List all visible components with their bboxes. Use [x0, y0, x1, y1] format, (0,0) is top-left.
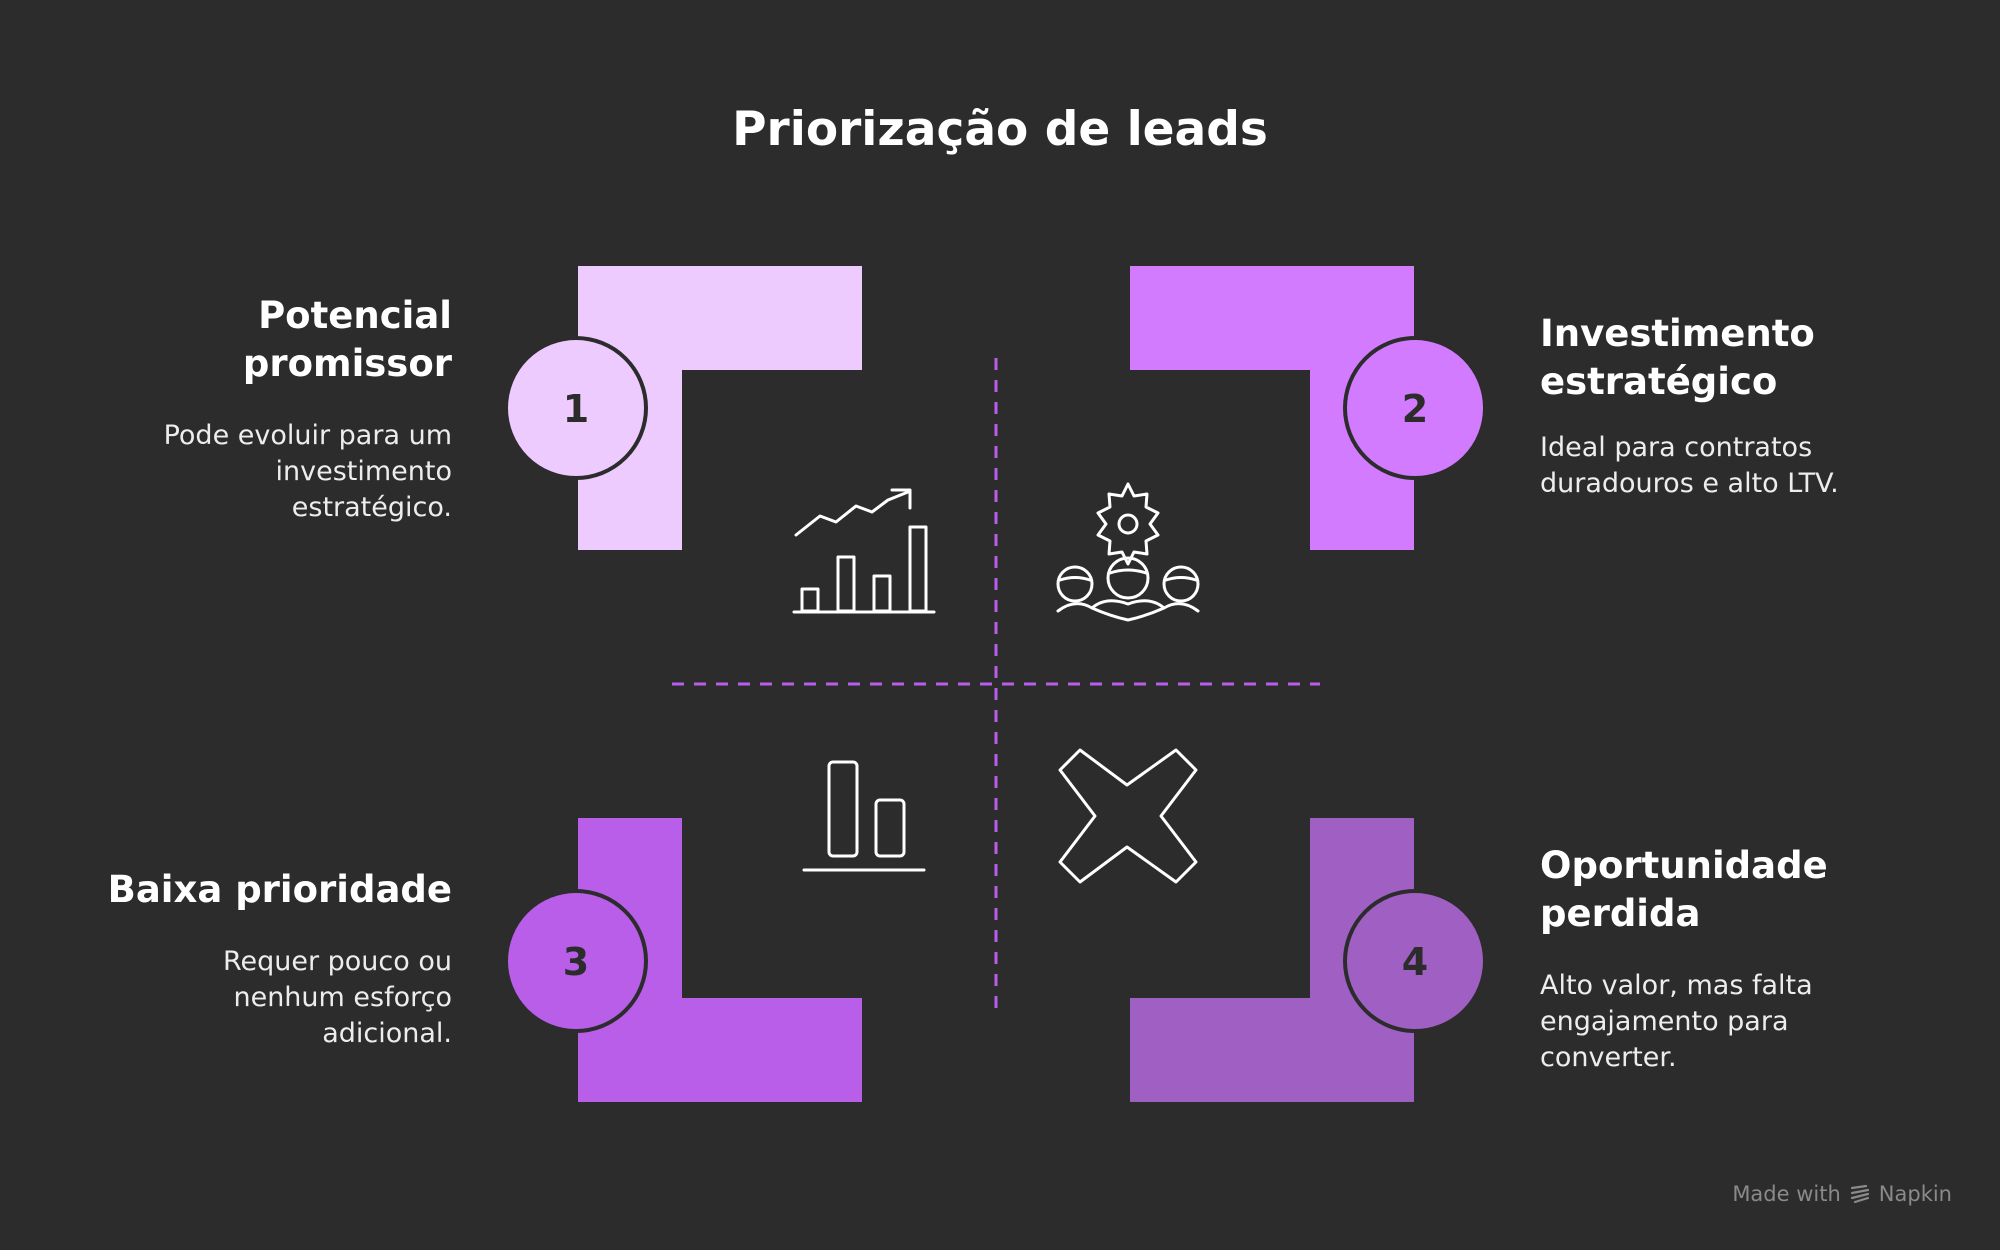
quadrant-2-description-line: duradouros e alto LTV. — [1540, 468, 1839, 499]
diagram-title: Priorização de leads — [732, 102, 1268, 157]
made-with-label: Made with — [1732, 1182, 1841, 1206]
quadrant-3-shape — [578, 818, 862, 1102]
team-settings-icon — [1056, 482, 1200, 622]
quadrant-3-heading-line: Baixa prioridade — [107, 868, 452, 911]
quadrant-4-shape — [1130, 818, 1414, 1102]
quadrant-4-heading: Oportunidade perdida — [1540, 842, 1960, 938]
x-mark-icon — [1058, 748, 1198, 884]
napkin-logo-icon — [1850, 1184, 1869, 1204]
quadrant-4-heading-line: Oportunidade — [1540, 844, 1828, 887]
quadrant-3-heading: Baixa prioridade — [32, 866, 452, 914]
quadrant-1-shape — [578, 266, 862, 550]
quadrant-3-description-line: adicional. — [322, 1018, 452, 1049]
quadrant-1-badge: 1 — [504, 336, 648, 480]
quadrant-2-number: 2 — [1402, 387, 1428, 431]
quadrant-4-description-line: converter. — [1540, 1042, 1677, 1073]
quadrant-2-description: Ideal para contratos duradouros e alto L… — [1540, 430, 1960, 502]
quadrant-3-description-line: Requer pouco ou — [222, 946, 452, 977]
napkin-brand-name: Napkin — [1878, 1182, 1952, 1206]
quadrant-4-badge: 4 — [1343, 889, 1487, 1033]
quadrant-2-heading: Investimento estratégico — [1540, 310, 1960, 406]
quadrant-4-description-line: Alto valor, mas falta — [1540, 970, 1813, 1001]
quadrant-1-heading-line: Potencial — [258, 294, 452, 337]
quadrant-2-description-line: Ideal para contratos — [1540, 432, 1813, 463]
quadrant-4-heading-line: perdida — [1540, 892, 1701, 935]
quadrant-2-heading-line: Investimento — [1540, 312, 1815, 355]
quadrant-1-description: Pode evoluir para um investimento estrat… — [72, 418, 452, 526]
quadrant-1-number: 1 — [563, 387, 589, 431]
quadrant-3-description: Requer pouco ou nenhum esforço adicional… — [72, 944, 452, 1052]
growth-chart-icon — [792, 488, 936, 614]
quadrant-4-number: 4 — [1402, 940, 1428, 984]
quadrant-1-heading-line: promissor — [242, 342, 452, 385]
quadrant-3-number: 3 — [563, 940, 589, 984]
napkin-branding[interactable]: Made with Napkin — [1732, 1182, 1952, 1206]
small-bar-chart-icon — [802, 760, 926, 872]
quadrant-4-description: Alto valor, mas falta engajamento para c… — [1540, 968, 1960, 1076]
quadrant-1-heading: Potencial promissor — [72, 292, 452, 388]
quadrant-2-badge: 2 — [1343, 336, 1487, 480]
quadrant-1-description-line: investimento — [275, 456, 453, 487]
quadrant-2-heading-line: estratégico — [1540, 360, 1778, 403]
quadrant-2-shape — [1130, 266, 1414, 550]
quadrant-1-description-line: Pode evoluir para um — [163, 420, 452, 451]
quadrant-4-description-line: engajamento para — [1540, 1006, 1789, 1037]
quadrant-3-badge: 3 — [504, 889, 648, 1033]
quadrant-1-description-line: estratégico. — [291, 492, 452, 523]
quadrant-3-description-line: nenhum esforço — [233, 982, 452, 1013]
